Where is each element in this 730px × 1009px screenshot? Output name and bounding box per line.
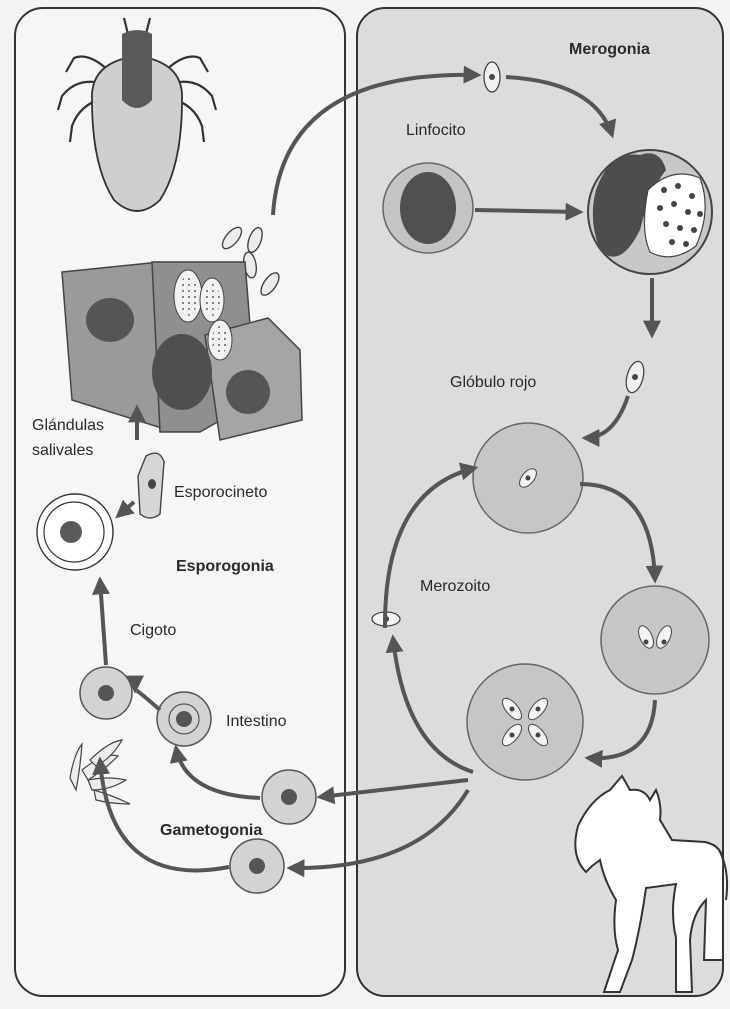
- red-blood-cell-2: [601, 586, 709, 694]
- label-intestino: Intestino: [226, 711, 286, 733]
- red-blood-cell-1: [473, 423, 583, 533]
- erythrocyte-infected-1: [262, 770, 316, 824]
- label-cigoto: Cigoto: [130, 620, 176, 642]
- label-linfocito: Linfocito: [406, 120, 466, 142]
- label-salivales: salivales: [32, 440, 93, 462]
- label-globulo-rojo: Glóbulo rojo: [450, 372, 536, 394]
- erythrocyte-infected-2: [230, 839, 284, 893]
- sporozoite-top: [484, 62, 500, 92]
- lymphocyte: [383, 163, 473, 253]
- red-blood-cell-3: [467, 664, 583, 780]
- label-merogonia: Merogonia: [569, 39, 650, 61]
- label-merozoito: Merozoito: [420, 576, 490, 598]
- oocyst-cell: [37, 494, 113, 570]
- infected-lymphocyte: [588, 150, 712, 274]
- intestine-cell: [157, 692, 211, 746]
- label-esporogonia: Esporogonia: [176, 556, 274, 578]
- label-glandulas: Glándulas: [32, 415, 104, 437]
- label-esporocineto: Esporocineto: [174, 482, 267, 504]
- zygote-cell: [80, 667, 132, 719]
- label-gametogonia: Gametogonia: [160, 820, 262, 842]
